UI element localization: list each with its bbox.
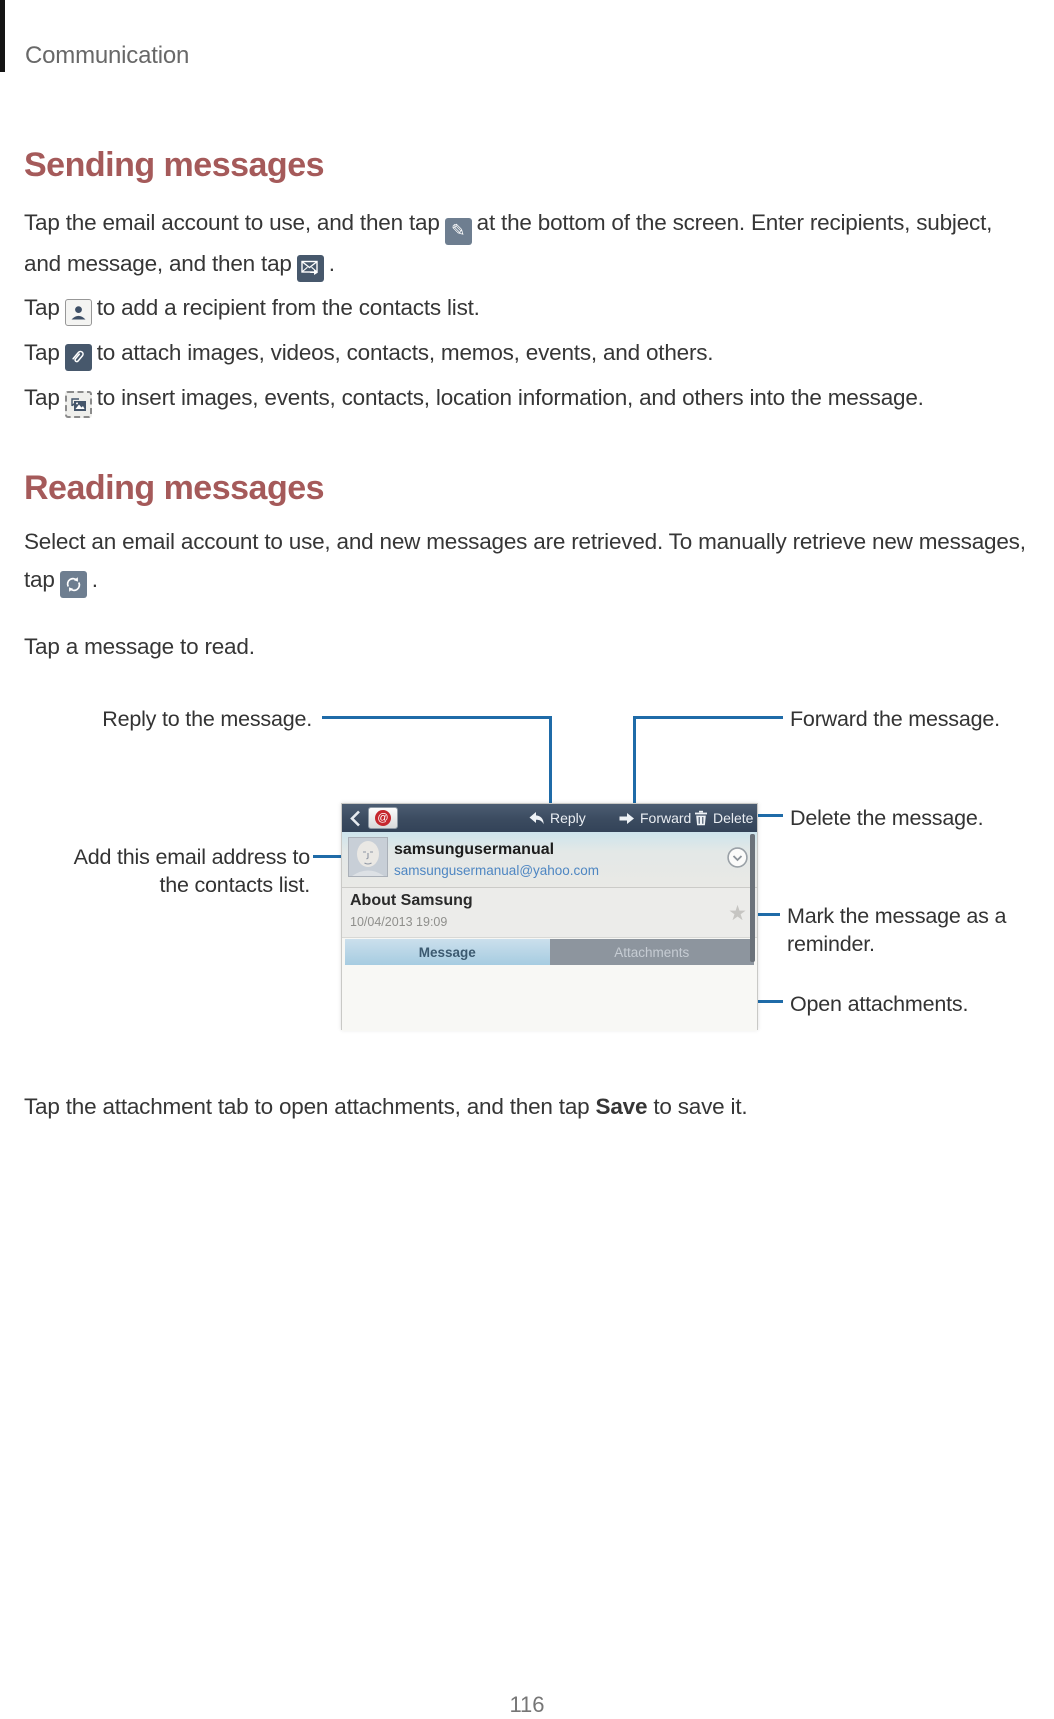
- callout-line-forward: [633, 716, 636, 806]
- save-keyword: Save: [595, 1094, 648, 1119]
- tab-attachments[interactable]: Attachments: [614, 944, 690, 960]
- callout-add-contact: Add this email address to the contacts l…: [73, 845, 311, 897]
- callout-delete: Delete the message.: [790, 806, 984, 830]
- delete-label: Delete: [713, 810, 754, 826]
- back-button[interactable]: [350, 804, 361, 832]
- delete-button[interactable]: Delete: [694, 804, 753, 832]
- bullet-text: to add a recipient from the contacts lis…: [96, 295, 480, 320]
- reply-label: Reply: [550, 810, 586, 826]
- sender-name: samsungusermanual: [394, 841, 555, 858]
- email-subject-row: About Samsung 10/04/2013 19:09 ★: [342, 888, 757, 938]
- attach-icon: [64, 343, 92, 371]
- callout-forward: Forward the message.: [790, 707, 1000, 731]
- sending-paragraph: Tap the email account to use, and then t…: [24, 204, 1032, 283]
- email-datetime: 10/04/2013 19:09: [350, 915, 448, 929]
- reminder-star-icon[interactable]: ★: [728, 902, 747, 925]
- tab-message[interactable]: Message: [345, 939, 550, 965]
- chapter-edge-mark: [0, 0, 5, 72]
- callout-line-reminder: [747, 913, 780, 916]
- email-app-screenshot: @ Reply Forward Delete samsungusermanual…: [341, 803, 758, 1031]
- bullet-text: to attach images, videos, contacts, memo…: [96, 340, 714, 365]
- reading-paragraph: Select an email account to use, and new …: [24, 523, 1032, 599]
- bullet-text: Tap: [24, 295, 60, 320]
- bullet-text: Tap: [24, 385, 60, 410]
- reading-paragraph-part1: Select an email account to use, and new …: [24, 529, 1026, 592]
- sending-paragraph-part1: Tap the email account to use, and then t…: [24, 210, 440, 235]
- email-toolbar: @ Reply Forward Delete: [342, 804, 757, 832]
- section-title-sending: Sending messages: [24, 146, 325, 184]
- reply-icon: [528, 811, 545, 826]
- callout-line-add-contact: [313, 855, 347, 858]
- forward-label: Forward: [640, 810, 692, 826]
- at-badge: @: [375, 810, 391, 826]
- callout-line-reply: [549, 716, 552, 806]
- sending-paragraph-part2: at the bottom of the screen. Enter recip…: [24, 210, 993, 276]
- scrollbar[interactable]: [750, 834, 755, 962]
- sender-email: samsungusermanual@yahoo.com: [394, 863, 600, 878]
- reading-paragraph-part2: .: [91, 567, 98, 592]
- email-tab-bar: Message Attachments: [345, 939, 754, 965]
- compose-icon: ✎: [444, 217, 472, 245]
- page-number: 116: [509, 1692, 545, 1717]
- send-icon: [296, 254, 324, 282]
- insert-icon: [64, 391, 92, 418]
- attachments-note-part1: Tap the attachment tab to open attachmen…: [24, 1094, 590, 1119]
- refresh-icon: [59, 571, 87, 598]
- bullet-add-recipient: Tap to add a recipient from the contacts …: [24, 289, 1032, 327]
- reply-button[interactable]: Reply: [528, 804, 586, 832]
- bullet-insert: Tap to insert images, events, contacts, l…: [24, 379, 1032, 418]
- chapter-title: Communication: [25, 42, 190, 69]
- callout-line-delete: [751, 814, 783, 817]
- bullet-text: Tap: [24, 340, 60, 365]
- back-icon: [350, 810, 361, 827]
- callout-line-forward: [633, 716, 783, 719]
- forward-icon: [618, 812, 635, 825]
- section-title-reading: Reading messages: [24, 469, 325, 507]
- email-app-icon: @: [368, 807, 398, 829]
- email-subject: About Samsung: [350, 892, 473, 909]
- add-recipient-icon: [64, 299, 92, 326]
- bullet-text: to insert images, events, contacts, loca…: [96, 385, 924, 410]
- callout-reminder: Mark the message as a reminder.: [787, 904, 1007, 956]
- email-sender-row: samsungusermanual samsungusermanual@yaho…: [342, 832, 757, 888]
- expand-icon[interactable]: [727, 847, 748, 868]
- bullet-attach: Tap to attach images, videos, contacts, m…: [24, 334, 1032, 372]
- tap-message-line: Tap a message to read.: [24, 634, 255, 659]
- delete-icon: [694, 810, 708, 826]
- callout-attachments: Open attachments.: [790, 992, 969, 1016]
- email-body-area: [342, 965, 757, 1031]
- attachments-note-part2: to save it.: [653, 1094, 748, 1119]
- forward-button[interactable]: Forward: [618, 804, 691, 832]
- callout-line-reply: [322, 716, 552, 719]
- attachments-note: Tap the attachment tab to open attachmen…: [24, 1088, 1032, 1126]
- sending-paragraph-part3: .: [328, 250, 335, 276]
- sender-avatar[interactable]: [348, 837, 388, 877]
- callout-reply: Reply to the message.: [102, 707, 312, 731]
